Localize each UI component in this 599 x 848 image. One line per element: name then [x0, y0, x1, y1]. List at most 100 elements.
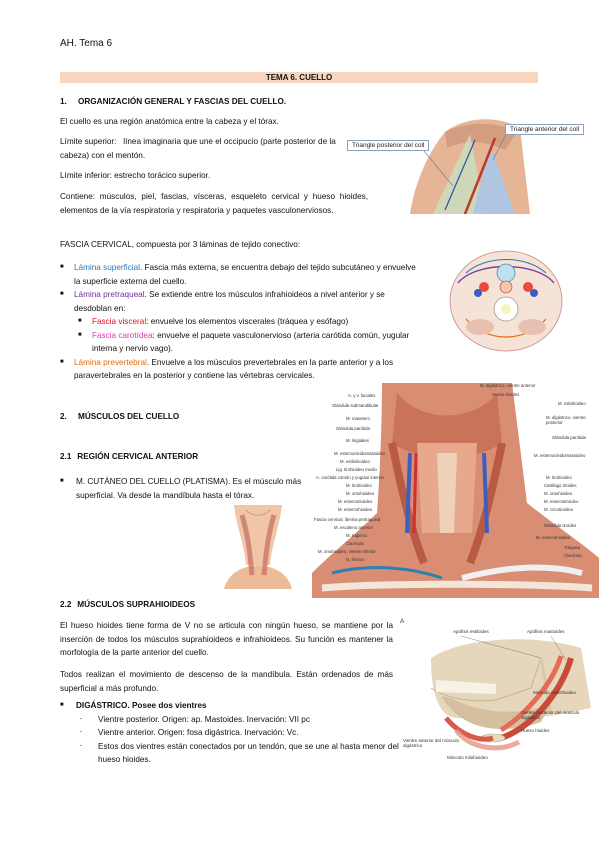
cross-section-illustration — [449, 250, 563, 352]
text: . Se extiende entre los músculos infrahi… — [74, 290, 385, 313]
figure-label: Cartílago tiroides — [544, 483, 577, 488]
digastrico-list: DIGÁSTRICO. Posee dos vientres Vientre p… — [60, 699, 400, 767]
figure-label: A. y v. faciales — [348, 393, 376, 398]
figure-label: N. frénico — [346, 557, 365, 562]
list-item: Lámina pretraqueal. Se extiende entre lo… — [60, 288, 418, 356]
figure-label: M. esternocleidomastoideo — [534, 453, 586, 458]
paragraph: Límite inferior: estrecho torácico super… — [60, 171, 211, 180]
list-item: M. CUTÁNEO DEL CUELLO (PLATISMA). Es el … — [60, 475, 304, 502]
neck-triangles-figure: Triangle posterior del coll Triangle ant… — [345, 110, 585, 215]
figure-label: Vientre anterior del músculo digástrico — [403, 738, 459, 748]
figure-label: Vientre posterior del músculo digástrico — [521, 710, 580, 720]
figure-label: Músculo estilohioideo — [533, 690, 577, 695]
figure-label: M. esternocleidomastoideo — [334, 451, 386, 456]
figure-label: M. escaleno anterior — [334, 525, 373, 530]
page-title: TEMA 6. CUELLO — [60, 72, 538, 83]
figure-label: Lig. tirohioideo medio — [336, 467, 377, 472]
page-header: AH. Tema 6 — [60, 38, 113, 49]
term: Lámina superficial — [74, 263, 140, 272]
figure-label: M. lingüales — [346, 438, 369, 443]
figure-label: M. omohioideo, vientre inferior — [318, 549, 376, 554]
text: línea imaginaria que une el occipucio (p… — [60, 137, 336, 160]
neck-cross-section-figure — [446, 243, 566, 358]
figure-label: M. esternohioideo — [536, 535, 571, 540]
figure-label: Triangle anterior del coll — [505, 124, 585, 135]
paragraph: El cuello es una región anatómica entre … — [60, 117, 279, 126]
figure-label: Glándula tiroides — [544, 523, 577, 528]
subsection-number: 2.1 — [60, 452, 72, 461]
term: Fascia visceral — [92, 317, 147, 326]
figure-label: M. milohioideo — [558, 401, 586, 406]
section-number: 1. — [60, 97, 67, 106]
list-item: Lámina prevertebral. Envuelve a los músc… — [60, 356, 418, 383]
figure-label: M. digástrico, vientre posterior — [546, 415, 586, 425]
figure-label: Músculo milohioideo — [447, 755, 488, 760]
paragraph: El hueso hioides tiene forma de V no se … — [60, 621, 393, 657]
figure-label: M. tirohioideo — [346, 483, 372, 488]
list-item: DIGÁSTRICO. Posee dos vientres Vientre p… — [60, 699, 400, 767]
section-number: 2. — [60, 412, 67, 421]
subsection-heading: 2.1 REGIÓN CERVICAL ANTERIOR — [60, 450, 260, 464]
subsection-title: REGIÓN CERVICAL ANTERIOR — [77, 452, 199, 461]
term: Fascia carotídea — [92, 330, 153, 340]
platisma-item: M. CUTÁNEO DEL CUELLO (PLATISMA). Es el … — [60, 475, 304, 502]
figure-label: Clavícula — [564, 553, 582, 558]
figure-label: Glándula parótida — [552, 435, 586, 440]
paragraph: Todos realizan el movimiento de descenso… — [60, 670, 393, 693]
list-item: Lámina superficial. Fascia más externa, … — [60, 261, 418, 288]
paragraph: Límite superior: línea imaginaria que un… — [60, 135, 343, 162]
figure-label: M. esternohioideo — [338, 507, 373, 512]
figure-label: M. tirohioideo — [546, 475, 572, 480]
section-heading: 2. MÚSCULOS DEL CUELLO — [60, 410, 260, 424]
subsection-number: 2.2 — [60, 600, 72, 609]
neck-muscles-illustration — [312, 383, 599, 598]
figure-label: Clavícula — [346, 541, 364, 546]
term: Lámina prevertebral — [74, 357, 147, 367]
figure-label: Apófisis estiloides — [453, 629, 489, 634]
section-title: ORGANIZACIÓN GENERAL Y FASCIAS DEL CUELL… — [78, 97, 287, 106]
digastric-figure: A Apófisis estiloides Apófisis mastoides… — [400, 618, 599, 766]
figure-label: M. omohioideo — [346, 491, 375, 496]
list-item: Vientre posterior. Origen: ap. Mastoides… — [76, 713, 400, 727]
text: : envuelve los elementos viscerales (trá… — [146, 317, 349, 326]
figure-label: Tráquea — [564, 545, 580, 550]
figure-letter: A — [400, 618, 405, 625]
figure-label: M. esternotiroideo — [544, 499, 579, 504]
section-title: MÚSCULOS DEL CUELLO — [78, 412, 180, 421]
figure-label: M. estilohioideo — [340, 459, 370, 464]
figure-label: M. esternotiroideo — [338, 499, 373, 504]
platysma-illustration — [216, 505, 300, 589]
figure-label: M. cricotiroideo — [544, 507, 574, 512]
text: : envuelve el paquete vasculonervioso (a… — [92, 330, 410, 354]
figure-label: M. digástrico, vientre anterior — [480, 383, 536, 388]
text: . Envuelve a los músculos prevertebrales… — [74, 357, 394, 381]
figure-label: M. trapecio — [346, 533, 368, 538]
figure-label: M. masetero — [346, 416, 370, 421]
subsection-heading: 2.2 MÚSCULOS SUPRAHIOIDEOS — [60, 598, 300, 612]
figure-label: Hueso hioides — [521, 728, 550, 733]
figure-label: Triangle posterior del coll — [347, 140, 430, 151]
figure-label: Fascia cervical, lámina pretraqueal — [314, 517, 381, 522]
skull-jaw-illustration — [430, 635, 591, 751]
term: Límite superior: — [60, 137, 117, 146]
paragraph: Contiene: músculos, piel, fascias, vísce… — [60, 192, 368, 215]
figure-label: Glándula submandibular — [332, 403, 379, 408]
platysma-figure — [216, 505, 300, 589]
figure-label: M. omohioideo — [544, 491, 573, 496]
fascia-list: Lámina superficial. Fascia más externa, … — [60, 261, 418, 383]
figure-label: A. carótida común y yugular interna — [316, 475, 384, 480]
list-item: Estos dos vientres están conectados por … — [76, 740, 400, 767]
list-item: Fascia visceral: envuelve los elementos … — [78, 315, 418, 329]
figure-label: Apófisis mastoides — [527, 629, 565, 634]
paragraph: FASCIA CERVICAL, compuesta por 3 láminas… — [60, 240, 301, 249]
term: Lámina pretraqueal — [74, 290, 145, 299]
figure-label: Hueso hioides — [492, 392, 520, 397]
list-item: Fascia carotídea: envuelve el paquete va… — [78, 329, 418, 356]
text: DIGÁSTRICO. Posee dos vientres — [76, 701, 207, 710]
list-item: Vientre anterior. Origen: fosa digástric… — [76, 726, 400, 740]
figure-label: Glándula parótida — [336, 426, 370, 431]
subsection-title: MÚSCULOS SUPRAHIOIDEOS — [77, 600, 196, 609]
text: . Fascia más externa, se encuentra debaj… — [74, 263, 416, 286]
anterior-neck-muscles-figure: A. y v. faciales Glándula submandibular … — [312, 383, 599, 598]
section-heading: 1. ORGANIZACIÓN GENERAL Y FASCIAS DEL CUE… — [60, 95, 360, 109]
